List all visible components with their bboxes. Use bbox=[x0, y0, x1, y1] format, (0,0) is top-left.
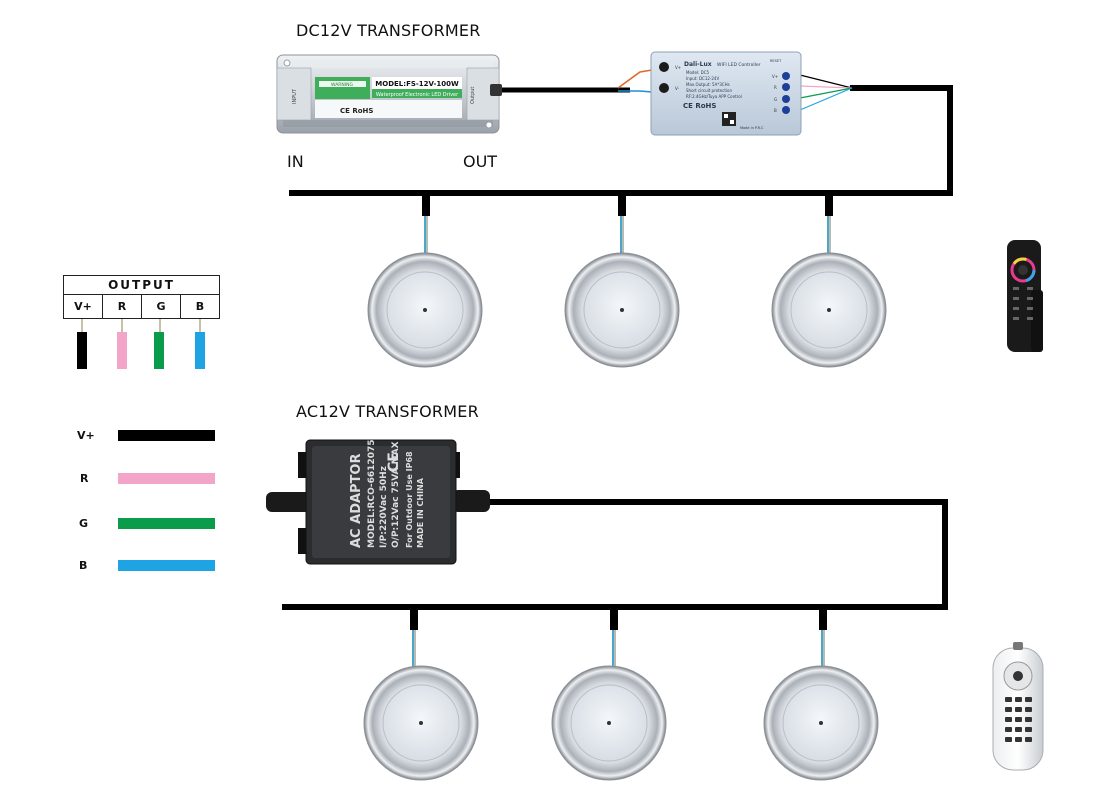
controller-brand: Dali-Lux bbox=[684, 61, 712, 68]
driver-subtitle-text: Waterproof Electronic LED Driver bbox=[376, 92, 459, 98]
output-wire-b bbox=[195, 332, 205, 369]
driver-output-label: Output bbox=[470, 87, 476, 104]
pool-light-ac-1 bbox=[363, 665, 479, 781]
controller-certification-marks: CE RoHS bbox=[683, 102, 716, 110]
controller-terminal-b: B bbox=[774, 108, 777, 113]
output-table-header: OUTPUT bbox=[64, 276, 219, 295]
output-column-vplus: V+ bbox=[64, 295, 103, 319]
driver-in-label: IN bbox=[287, 152, 304, 171]
dc-transformer-title: DC12V TRANSFORMER bbox=[296, 21, 481, 40]
driver-certification-marks: CE RoHS bbox=[340, 107, 373, 115]
ac-transformer-title: AC12V TRANSFORMER bbox=[296, 402, 479, 421]
output-table-row: V+ R G B bbox=[64, 295, 219, 319]
adaptor-line2: MODEL:RCO-6612075 bbox=[367, 440, 377, 548]
pool-light-ac-2 bbox=[551, 665, 667, 781]
ac-light-drop-1 bbox=[410, 610, 418, 668]
legend-bar-vplus bbox=[118, 430, 215, 441]
output-column-b: B bbox=[195, 300, 205, 313]
ac-adaptor: AC ADAPTOR MODEL:RCO-6612075 I/P:220Vac … bbox=[266, 439, 490, 565]
dc-main-bus bbox=[289, 85, 953, 196]
dc-light-drop-1 bbox=[422, 196, 430, 255]
output-column-r: R bbox=[103, 295, 142, 319]
controller-model: Model: DC5 bbox=[686, 70, 710, 75]
output-wire-g bbox=[154, 332, 164, 369]
driver-input-label: INPUT bbox=[292, 88, 298, 104]
adaptor-line5: For Outdoor Use IP68 bbox=[405, 451, 414, 548]
controller-terminal-vplus: V+ bbox=[772, 74, 778, 79]
controller-terminal-g: G bbox=[774, 97, 777, 102]
driver-out-label: OUT bbox=[463, 152, 498, 171]
controller-subtitle: WIFI LED Controller bbox=[717, 62, 761, 68]
legend-bar-g bbox=[118, 518, 215, 529]
output-wire-vplus bbox=[77, 332, 87, 369]
dc-light-drop-3 bbox=[825, 196, 833, 255]
adaptor-line1: AC ADAPTOR bbox=[349, 454, 364, 549]
legend-label-g: G bbox=[79, 517, 89, 530]
driver-warning-text: WARNING bbox=[331, 82, 353, 88]
adaptor-ce-mark: CE bbox=[386, 452, 402, 472]
controller-terminal-r: R bbox=[774, 85, 777, 90]
controller-reset-label: RESET bbox=[770, 59, 782, 63]
adaptor-line3: I/P:220Vac 50Hz bbox=[379, 466, 389, 548]
pool-light-dc-2 bbox=[564, 252, 680, 368]
controller-input-vminus: V- bbox=[675, 86, 680, 91]
ac-main-bus bbox=[282, 499, 948, 610]
rgb-touch-remote bbox=[1007, 240, 1043, 352]
ir-remote bbox=[992, 642, 1044, 771]
ac-light-drop-2 bbox=[610, 610, 618, 668]
dc-light-drop-2 bbox=[618, 196, 626, 255]
output-wire-r bbox=[117, 332, 127, 369]
legend-label-r: R bbox=[80, 472, 89, 485]
legend-bar-r bbox=[118, 473, 215, 484]
wire-color-legend bbox=[118, 430, 215, 571]
controller-input-vplus: V+ bbox=[675, 65, 681, 70]
legend-label-b: B bbox=[79, 559, 88, 572]
dc-led-driver: WARNING MODEL:FS-12V-100W Waterproof Ele… bbox=[276, 54, 502, 134]
controller-protection: Short circuit protection bbox=[686, 88, 732, 93]
output-table: OUTPUT V+ R G B bbox=[63, 275, 220, 319]
controller-output-wires bbox=[799, 74, 853, 111]
pool-light-dc-3 bbox=[771, 252, 887, 368]
driver-to-controller-cable bbox=[498, 69, 653, 93]
controller-made-in: Made in P.R.C bbox=[740, 126, 764, 130]
legend-bar-b bbox=[118, 560, 215, 571]
pool-light-ac-3 bbox=[763, 665, 879, 781]
controller-input-spec: Input: DC12-24V bbox=[686, 76, 719, 81]
output-table-wires bbox=[77, 319, 205, 369]
wifi-led-controller: V+ V- Dali-Lux WIFI LED Controller Model… bbox=[650, 51, 802, 136]
controller-rf-spec: RF:2.4GHz/Tuya APP Control bbox=[686, 94, 742, 99]
ac-light-drop-3 bbox=[819, 610, 827, 668]
output-column-g: G bbox=[142, 295, 181, 319]
pool-light-dc-1 bbox=[367, 252, 483, 368]
controller-max-output: Max.Output: 5A*3CHs bbox=[686, 82, 730, 87]
adaptor-line6: MADE IN CHINA bbox=[416, 477, 425, 548]
adaptor-line4: O/P:12Vac 75VA MAX bbox=[391, 441, 401, 548]
legend-label-vplus: V+ bbox=[77, 429, 95, 442]
driver-model-text: MODEL:FS-12V-100W bbox=[375, 80, 459, 88]
